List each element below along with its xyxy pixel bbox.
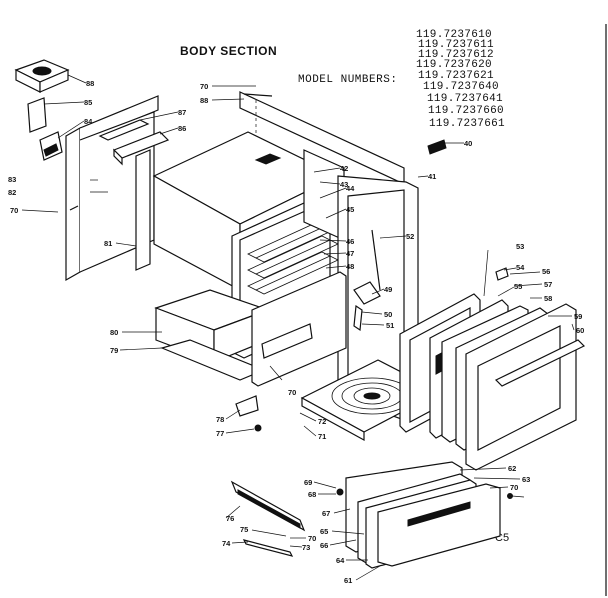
- part-88-cap: [14, 59, 70, 93]
- part-label: 66: [320, 541, 328, 550]
- part-label: 67: [322, 509, 330, 518]
- part-label: 70: [10, 206, 18, 215]
- model-number: 119.7237621: [418, 70, 494, 82]
- part-label: 49: [384, 285, 392, 294]
- diagram-title: BODY SECTION: [180, 44, 278, 58]
- part-label: 82: [8, 188, 16, 197]
- part-label: 77: [216, 429, 224, 438]
- part-78-bracket: [235, 395, 259, 417]
- part-label: 70: [288, 388, 296, 397]
- part-77-screw: [254, 424, 262, 432]
- part-label: 53: [516, 242, 524, 251]
- part-label: 87: [178, 108, 186, 117]
- part-81-side-panel: [65, 126, 81, 282]
- part-label: 70: [510, 483, 518, 492]
- part-label: 63: [522, 475, 530, 484]
- part-87-bracket: [98, 119, 150, 141]
- oven-door-assembly: [399, 293, 586, 471]
- model-number: 119.7237611: [418, 39, 494, 51]
- model-number: 119.7237612: [418, 49, 494, 61]
- part-label: 80: [110, 328, 118, 337]
- part-label: 52: [406, 232, 414, 241]
- part-40-hinge: [427, 139, 447, 155]
- part-74-slide: [242, 539, 294, 557]
- broiler-assembly: [154, 289, 270, 381]
- part-label: 61: [344, 576, 352, 585]
- part-label: 74: [222, 539, 231, 548]
- part-label: 43: [340, 180, 348, 189]
- part-label: 83: [8, 175, 16, 184]
- part-54-clip: [495, 267, 509, 281]
- part-label: 65: [320, 527, 328, 536]
- part-85-bracket: [27, 97, 47, 133]
- part-label: 46: [346, 237, 354, 246]
- part-label: 71: [318, 432, 326, 441]
- model-number: 119.7237620: [416, 59, 492, 71]
- part-label: 75: [240, 525, 248, 534]
- model-number: 119.7237610: [416, 29, 492, 41]
- part-label: 51: [386, 321, 394, 330]
- part-label: 70: [200, 82, 208, 91]
- part-label: 47: [346, 249, 354, 258]
- part-label: 44: [346, 184, 355, 193]
- part-label: 69: [304, 478, 312, 487]
- part-label: 73: [302, 543, 310, 552]
- part-label: 57: [544, 280, 552, 289]
- part-label: 60: [576, 326, 584, 335]
- part-label: 86: [178, 124, 186, 133]
- model-number: 119.7237640: [423, 81, 499, 93]
- leader-lines: [21, 74, 575, 581]
- storage-drawer: [345, 461, 501, 569]
- part-label: 88: [86, 79, 94, 88]
- part-label: 81: [104, 239, 112, 248]
- part-50-pin: [353, 304, 363, 332]
- part-number-labels: 88 85 84 83 82 70 81 87 86 70 88 42 43 4…: [8, 79, 584, 585]
- part-label: 62: [508, 464, 516, 473]
- part-69-screw: [336, 488, 344, 496]
- part-label: 40: [464, 139, 472, 148]
- part-label: 58: [544, 294, 552, 303]
- part-63-screw: [507, 493, 513, 499]
- model-number: 119.7237641: [427, 93, 503, 105]
- model-number: 119.7237661: [429, 118, 505, 130]
- part-label: 42: [340, 164, 348, 173]
- part-label: 50: [384, 310, 392, 319]
- part-label: 48: [346, 262, 354, 271]
- part-label: 79: [110, 346, 118, 355]
- part-49-hinge: [353, 281, 381, 305]
- part-label: 76: [226, 514, 234, 523]
- model-numbers-label: MODEL NUMBERS:: [298, 74, 398, 86]
- part-label: 72: [318, 417, 326, 426]
- model-number: 119.7237660: [428, 105, 504, 117]
- part-label: 78: [216, 415, 224, 424]
- part-label: 85: [84, 98, 92, 107]
- part-label: 88: [200, 96, 208, 105]
- part-label: 70: [308, 534, 316, 543]
- part-label: 68: [308, 490, 316, 499]
- part-label: 45: [346, 205, 354, 214]
- part-label: 59: [574, 312, 582, 321]
- part-label: 84: [84, 117, 93, 126]
- part-label: 64: [336, 556, 345, 565]
- part-label: 56: [542, 267, 550, 276]
- part-label: 41: [428, 172, 436, 181]
- part-label: 55: [514, 282, 522, 291]
- part-label: 54: [516, 263, 525, 272]
